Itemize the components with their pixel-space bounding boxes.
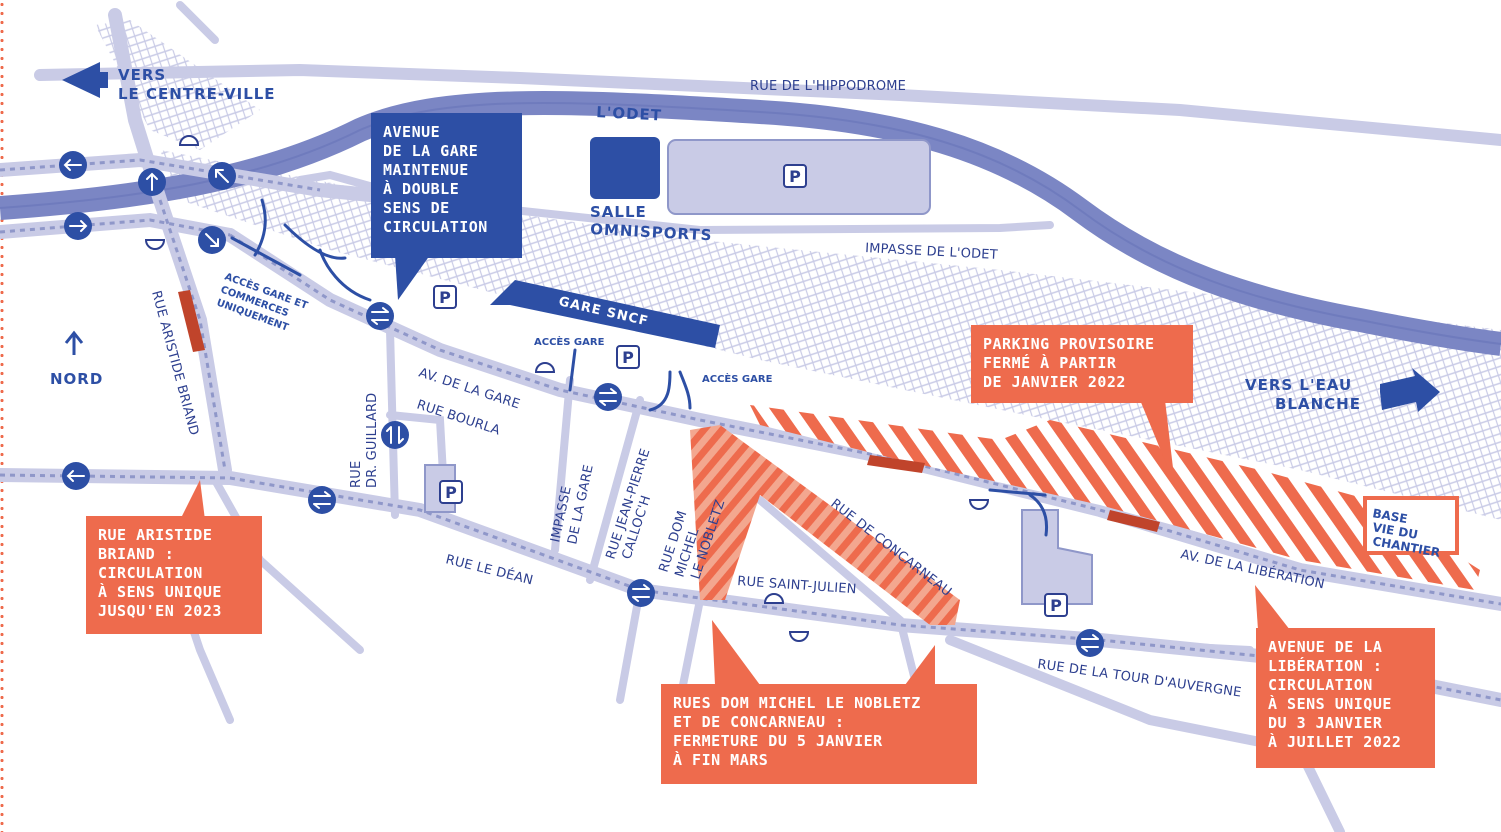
closed-rue-dom-michel [690, 425, 960, 625]
callout-liberation: AVENUE DE LA LIBÉRATION : CIRCULATION À … [1256, 628, 1435, 768]
street-rue-guillard-2: DR. GUILLARD [365, 393, 380, 488]
callout-pointers [180, 255, 1290, 685]
two-way-sign-le-dean [308, 486, 336, 514]
closed-parking-zone [750, 405, 1480, 590]
parking-symbol-3: P [622, 348, 634, 367]
label-acces-gare-1: ACCÈS GARE [534, 335, 605, 348]
gare-sncf-building [490, 280, 720, 348]
label-vers-eau-1: VERS L'EAU [1245, 376, 1352, 394]
base-vie-chantier-box [1363, 496, 1459, 555]
odet-river-outline [0, 102, 1501, 345]
parking-symbols [433, 164, 1068, 617]
parking-symbol-4: P [445, 483, 457, 502]
label-vers-eau-2: BLANCHE [1275, 395, 1361, 413]
parking-symbol-2: P [439, 288, 451, 307]
dotted-border [0, 0, 4, 832]
sign-arrows [63, 159, 1099, 652]
north-arrow [64, 330, 84, 355]
flow-arrows [230, 198, 1049, 537]
arrow-vers-eau-blanche [1380, 368, 1440, 412]
callout-aristide-briand: RUE ARISTIDE BRIAND : CIRCULATION À SENS… [86, 516, 262, 634]
street-rue-saint-julien: RUE SAINT-JULIEN [737, 574, 857, 597]
street-impasse-odet: IMPASSE DE L'ODET [865, 241, 998, 263]
street-rue-guillard-1: RUE [349, 461, 364, 488]
river-odet-label: L'ODET [596, 103, 663, 124]
salle-omnisports-building [590, 137, 660, 199]
arrow-vers-centre-ville [62, 62, 108, 98]
two-way-sign-gare-2 [594, 383, 622, 411]
label-acces-gare-2: ACCÈS GARE [702, 372, 773, 385]
closed-liberation-segment-2 [1107, 510, 1160, 532]
street-rue-le-dean: RUE LE DÉAN [444, 551, 535, 588]
callout-dom-michel: RUES DOM MICHEL LE NOBLETZ ET DE CONCARN… [661, 684, 977, 784]
two-way-sign-gare [366, 302, 394, 330]
two-way-sign-guillard [381, 421, 409, 449]
parking-lot-liberation [1021, 509, 1093, 605]
label-nord: NORD [50, 370, 103, 388]
label-base-vie-1: BASE [1371, 506, 1408, 526]
callout-parking-provisoire: PARKING PROVISOIRE FERMÉ À PARTIR DE JAN… [971, 325, 1193, 403]
parking-symbol-5: P [1050, 596, 1062, 615]
rail-yard-north [95, 20, 260, 150]
label-vers-1: VERS [118, 66, 166, 84]
parking-symbol-1: P [789, 167, 801, 186]
label-vers-2: LE CENTRE-VILLE [118, 85, 276, 103]
label-salle: SALLE [590, 203, 647, 221]
two-way-sign-le-dean-2 [627, 579, 655, 607]
closed-rue-aristide-segment [178, 290, 205, 352]
odet-river [0, 91, 1501, 356]
two-way-sign-tour-auvergne [1076, 629, 1104, 657]
callout-avenue-gare: AVENUE DE LA GARE MAINTENUE À DOUBLE SEN… [371, 113, 522, 258]
closed-liberation-segment-1 [867, 455, 925, 473]
bus-stops [144, 135, 990, 642]
street-rue-tour-auvergne: RUE DE LA TOUR D'AUVERGNE [1036, 657, 1242, 700]
street-rue-hippodrome: RUE DE L'HIPPODROME [750, 79, 906, 94]
